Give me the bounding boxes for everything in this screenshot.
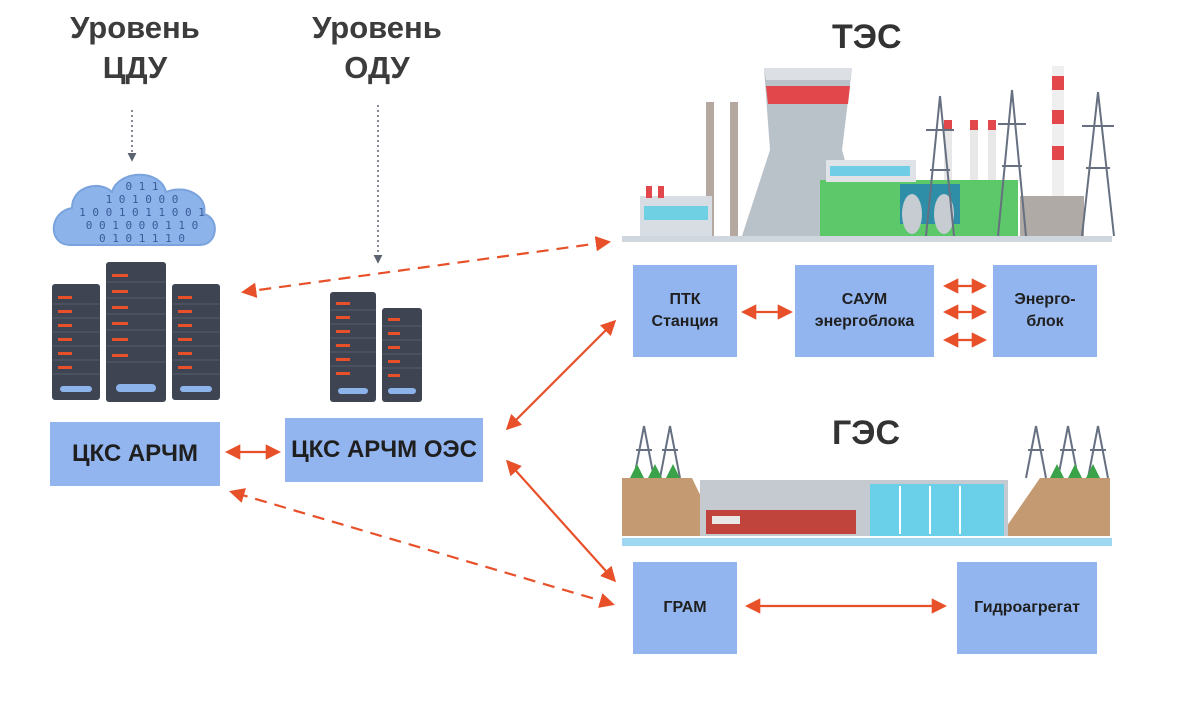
cks-archm-box[interactable]: ЦКС АРЧМ xyxy=(50,422,220,486)
cloud-digits: 0 1 1 1 0 1 0 0 0 1 0 0 1 0 1 1 0 0 1 0 … xyxy=(72,180,212,245)
gram-box[interactable]: ГРАМ xyxy=(633,562,737,654)
saum-label: САУМ энергоблока xyxy=(814,291,915,330)
cloud-digit-row: 0 0 1 0 0 0 1 1 0 xyxy=(85,219,199,232)
arrow-oes-gram xyxy=(505,459,617,583)
gidroagregat-label: Гидроагрегат xyxy=(974,599,1080,616)
tes-title: ТЭС xyxy=(832,18,902,56)
cks-archm-label: ЦКС АРЧМ xyxy=(71,440,199,467)
ptk-station-label: ПТК Станция xyxy=(651,291,719,330)
gram-label: ГРАМ xyxy=(663,599,707,616)
ges-title: ГЭС xyxy=(832,414,901,452)
level-cdu-label: Уровень ЦДУ xyxy=(70,10,200,85)
cloud-digit-row: 0 1 1 xyxy=(125,180,159,193)
cloud-digit-row: 1 0 0 1 0 1 1 0 0 1 xyxy=(79,206,205,219)
gidroagregat-box[interactable]: Гидроагрегат xyxy=(957,562,1097,654)
arrow-gram-to-cks-dashed xyxy=(229,488,615,608)
cloud-digit-row: 1 0 1 0 0 0 xyxy=(105,193,179,206)
arrow-oes-ptk xyxy=(505,319,617,431)
level-odu-label: Уровень ОДУ xyxy=(312,10,442,85)
cks-archm-oes-box[interactable]: ЦКС АРЧМ ОЭС xyxy=(285,418,483,482)
cks-archm-oes-label: ЦКС АРЧМ ОЭС xyxy=(291,436,477,463)
arrow-ptk-to-cks-dashed xyxy=(240,236,612,298)
cloud-digit-row: 0 1 0 1 1 1 0 xyxy=(98,232,186,245)
odu-servers-icon xyxy=(330,292,422,402)
data-cloud-icon xyxy=(52,173,216,246)
energoblok-box[interactable]: Энерго- блок xyxy=(993,265,1097,357)
thermal-plant-illustration xyxy=(622,66,1115,242)
cdu-servers-icon xyxy=(52,262,220,402)
ptk-station-box[interactable]: ПТК Станция xyxy=(633,265,737,357)
energoblok-label: Энерго- блок xyxy=(1014,291,1076,330)
hydro-plant-illustration xyxy=(622,425,1112,546)
saum-box[interactable]: САУМ энергоблока xyxy=(795,265,934,357)
